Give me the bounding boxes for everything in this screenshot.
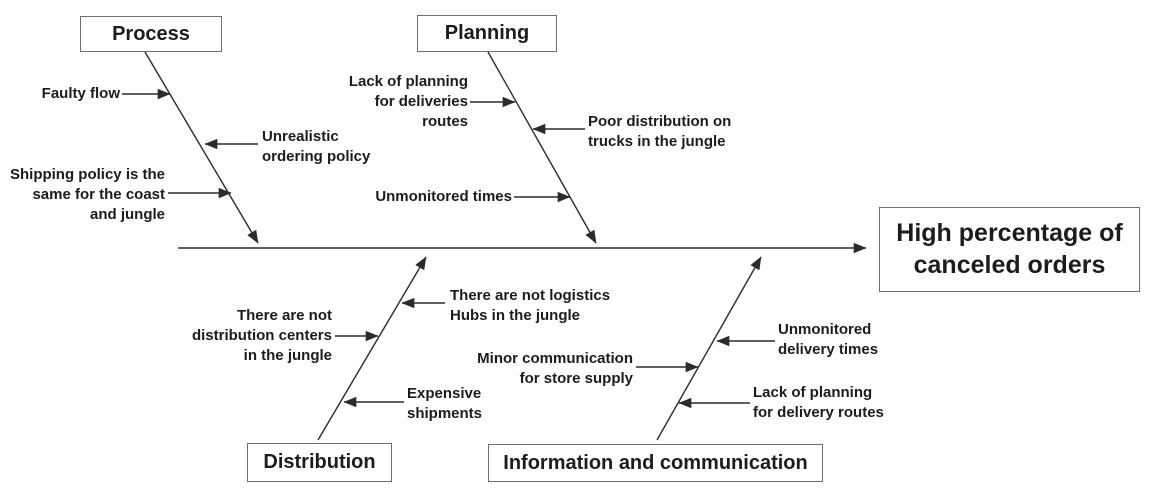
category-label-process: Process [112,22,190,45]
cause-label-lack-planning-delivery-routes: Lack of planning for delivery routes [753,384,884,421]
cause-label-unmonitored-delivery-times: Unmonitored delivery times [778,321,879,358]
branch-bone-distribution [317,256,427,441]
category-label-distribution: Distribution [263,451,376,473]
cause-label-unmonitored-times: Unmonitored times [375,188,512,205]
effect-label: High percentage of canceled orders [896,219,1123,279]
category-box-process: Process [80,16,222,52]
cause-label-poor-distribution-trucks: Poor distribution on trucks in the jungl… [588,113,732,150]
category-box-information: Information and communication [488,444,823,482]
category-box-distribution: Distribution [247,443,392,482]
cause-label-faulty-flow: Faulty flow [41,85,120,102]
cause-label-unrealistic-ordering-policy: Unrealistic ordering policy [262,128,371,165]
category-label-information: Information and communication [503,451,808,474]
cause-label-lack-planning-deliveries: Lack of planning for deliveries routes [348,73,468,130]
category-label-planning: Planning [444,22,530,44]
cause-label-distribution-centers: There are not distribution centers in th… [191,307,332,364]
cause-label-minor-communication: Minor communication for store supply [477,350,633,387]
effect-box: High percentage of canceled orders [879,207,1140,292]
branch-bone-process [144,51,259,244]
cause-label-shipping-policy: Shipping policy is the same for the coas… [9,166,165,223]
branch-bone-information [656,256,762,441]
branch-bone-planning [487,51,597,244]
cause-label-logistics-hubs: There are not logistics Hubs in the jung… [450,287,611,324]
category-box-planning: Planning [417,15,557,52]
cause-label-expensive-shipments: Expensive shipments [407,385,483,422]
